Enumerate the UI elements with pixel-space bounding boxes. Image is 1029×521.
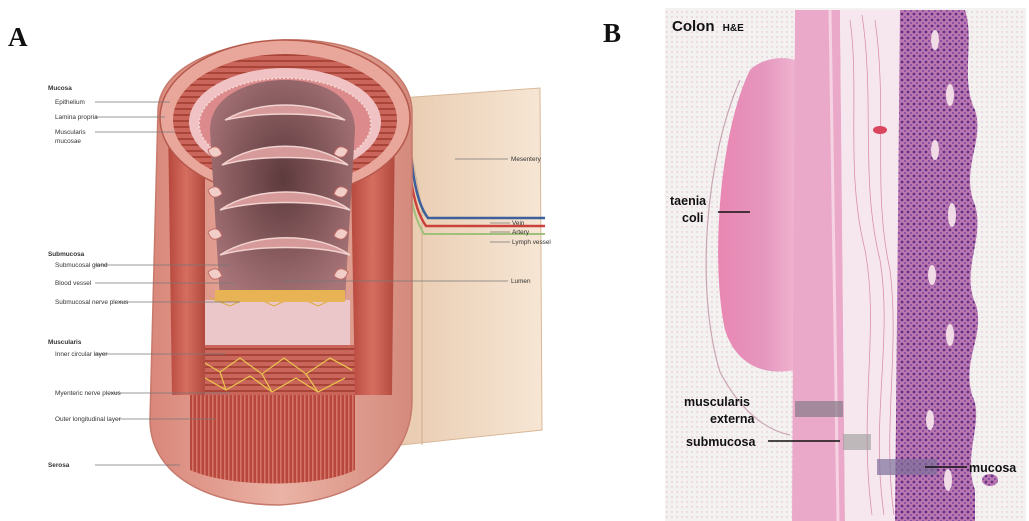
label-artery: Artery xyxy=(512,229,530,236)
label-mucosa: mucosa xyxy=(969,461,1017,475)
label-muscularis-heading: Muscularis xyxy=(48,339,82,346)
panel-letter-b: B xyxy=(603,18,621,48)
label-muscularis-2: externa xyxy=(710,412,756,426)
label-vein: Vein xyxy=(512,220,525,227)
label-mesentery: Mesentery xyxy=(511,156,542,163)
submucosal-vessel xyxy=(873,126,887,134)
label-lumen: Lumen xyxy=(511,278,531,285)
label-muscularis-mucosae-2: mucosae xyxy=(55,138,81,145)
label-submucosa-heading: Submucosa xyxy=(48,251,85,258)
intestine-illustration xyxy=(95,40,545,505)
outer-longitudinal-muscle xyxy=(190,380,355,484)
label-myenteric-nerve-plexus: Myenteric nerve plexus xyxy=(55,390,121,397)
mucosa-base xyxy=(215,290,345,302)
label-submucosa: submucosa xyxy=(686,435,757,449)
label-mucosa-heading: Mucosa xyxy=(48,85,72,92)
inner-circular-muscle xyxy=(195,345,355,395)
label-muscularis-mucosae-1: Muscularis xyxy=(55,129,86,136)
detached-gland-2 xyxy=(982,474,998,486)
label-lymph-vessel: Lymph vessel xyxy=(512,239,551,246)
detached-gland-1 xyxy=(946,402,970,422)
label-blood-vessel: Blood vessel xyxy=(55,280,91,287)
micrograph-title-text: Colon xyxy=(672,18,715,35)
label-muscularis-1: muscularis xyxy=(684,395,750,409)
label-serosa-heading: Serosa xyxy=(48,462,70,469)
label-epithelium: Epithelium xyxy=(55,99,85,106)
label-submucosal-nerve-plexus: Submucosal nerve plexus xyxy=(55,299,128,306)
panel-letter-a: A xyxy=(8,22,28,52)
submucosa-band xyxy=(205,300,350,345)
label-submucosal-gland: Submucosal gland xyxy=(55,262,108,269)
label-taenia-2: coli xyxy=(682,211,704,225)
mesentery-sheet xyxy=(400,88,542,445)
label-outer-longitudinal-layer: Outer longitudinal layer xyxy=(55,416,122,423)
label-taenia-1: taenia xyxy=(670,194,707,208)
submucosa-highlight xyxy=(843,434,871,450)
micrograph-stain: H&E xyxy=(723,23,744,34)
label-lamina-propria: Lamina propria xyxy=(55,114,98,121)
mucosa-region xyxy=(895,10,978,521)
label-inner-circular-layer: Inner circular layer xyxy=(55,351,108,358)
muscularis-highlight xyxy=(795,401,843,417)
